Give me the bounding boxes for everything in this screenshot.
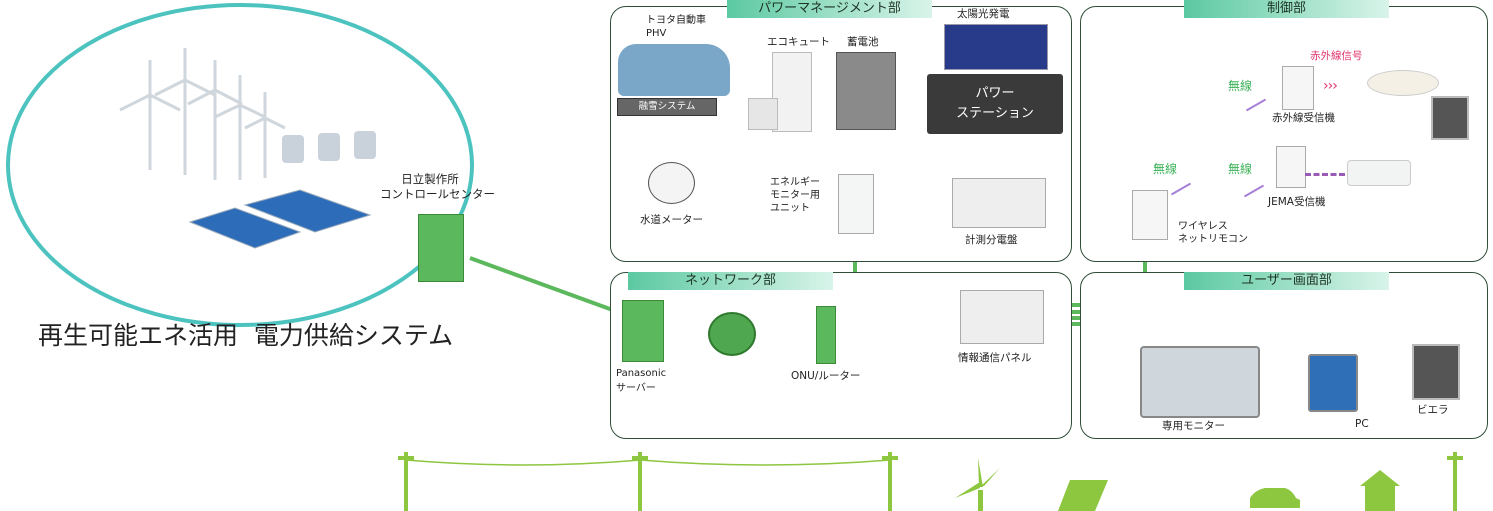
water-meter-label: 水道メーター <box>640 214 703 226</box>
distribution-board-label: 計測分電盤 <box>965 234 1018 246</box>
power-management-title: パワーマネージメント部 <box>727 0 932 18</box>
power-station-box: パワー ステーション <box>927 74 1063 134</box>
distribution-board-unit <box>952 178 1046 228</box>
server-label: Panasonic サーバー <box>616 368 667 394</box>
ir-receiver-device <box>1282 66 1314 110</box>
building-icon <box>418 214 464 282</box>
jema-receiver-label: JEMA受信機 <box>1268 196 1326 208</box>
solar-farm-graphic <box>188 189 372 249</box>
ir-signal-label: 赤外線信号 <box>1310 50 1363 62</box>
ecocute-label: エコキュート <box>767 36 830 48</box>
user-screen-title: ユーザー画面部 <box>1184 272 1389 290</box>
ir-receiver-label: 赤外線受信機 <box>1272 112 1335 124</box>
jema-signal-line <box>1305 173 1345 176</box>
ecocute-unit <box>772 52 812 132</box>
info-panel-device <box>960 290 1044 344</box>
tv-icon <box>1431 96 1469 140</box>
solar-label: 太陽光発電 <box>957 8 1010 20</box>
dedicated-monitor-label: 専用モニター <box>1162 420 1225 432</box>
network-title: ネットワーク部 <box>628 272 833 290</box>
info-panel-label: 情報通信パネル <box>958 352 1032 364</box>
control-center-label: 日立製作所 コントロールセンター <box>380 172 495 201</box>
wireless-label-3: 無線 <box>1228 162 1253 176</box>
air-conditioner-icon <box>1347 160 1411 186</box>
wireless-remote-device <box>1132 190 1168 240</box>
ceiling-light-icon <box>1367 70 1439 96</box>
wind-turbines-graphic <box>119 48 286 180</box>
ecocute-outdoor-unit <box>748 98 778 130</box>
viera-tv-device <box>1412 344 1460 400</box>
ir-signal-icon: ››› <box>1323 78 1338 94</box>
energy-monitor-label: エネルギー モニター用 ユニット <box>770 177 820 214</box>
onu-router-label: ONU/ルーター <box>791 370 861 382</box>
onu-router-device <box>816 306 836 364</box>
bottom-icons <box>955 458 1400 511</box>
viera-label: ビエラ <box>1417 404 1449 416</box>
phv-car-image <box>618 44 730 96</box>
water-meter-icon <box>648 162 695 204</box>
jema-receiver-device <box>1276 146 1306 188</box>
storage-units-graphic <box>282 131 376 163</box>
pc-device <box>1308 354 1358 412</box>
energy-monitor-unit <box>838 174 874 234</box>
pc-label: PC <box>1355 418 1369 430</box>
bottom-power-poles <box>398 452 1463 511</box>
solar-panel-image <box>944 24 1048 70</box>
control-title: 制御部 <box>1184 0 1389 18</box>
dedicated-monitor-device <box>1140 346 1260 418</box>
wireless-label-1: 無線 <box>1228 79 1253 93</box>
toyota-label: トヨタ自動車 PHV <box>646 15 706 39</box>
storage-battery-unit <box>836 52 896 130</box>
globe-icon <box>708 312 756 356</box>
system-title: 再生可能エネ活用 電力供給システム <box>38 321 454 350</box>
storage-battery-label: 蓄電池 <box>847 36 879 48</box>
snow-melt-label: 融雪システム <box>617 98 717 116</box>
wireless-remote-label: ワイヤレス ネットリモコン <box>1178 221 1248 245</box>
wireless-label-2: 無線 <box>1153 162 1178 176</box>
server-building-icon <box>622 300 664 362</box>
